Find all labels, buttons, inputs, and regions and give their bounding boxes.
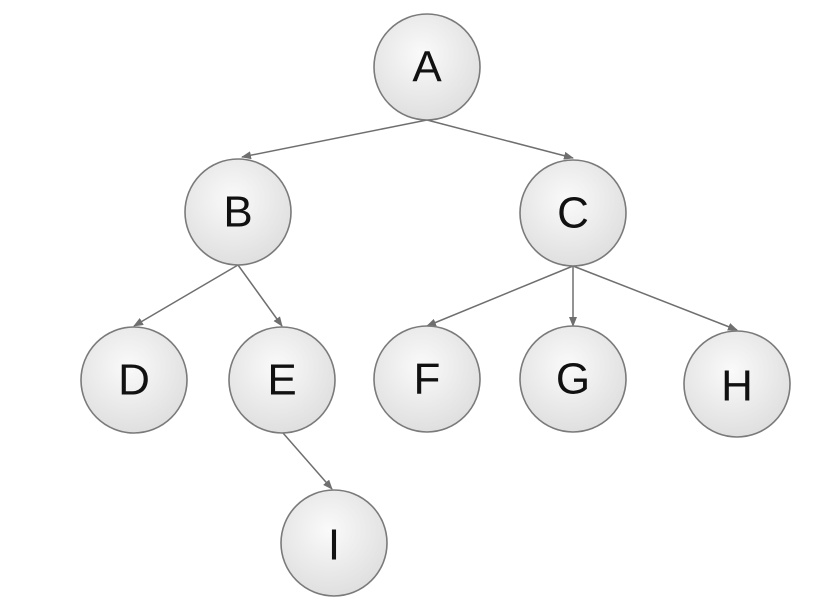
node-label-h: H (721, 362, 753, 411)
tree-node-e: E (228, 326, 336, 434)
node-label-g: G (556, 355, 590, 404)
node-circle-h (683, 330, 791, 438)
node-circle-f (373, 325, 481, 433)
edge-b-e (237, 264, 283, 327)
edge-c-f (426, 265, 574, 327)
node-circle-a (373, 13, 481, 121)
edge-a-c (426, 119, 574, 160)
edge-b-d (133, 264, 239, 327)
node-label-f: F (414, 355, 441, 404)
node-circle-g (519, 325, 627, 433)
tree-node-b: B (184, 158, 292, 266)
tree-node-f: F (373, 325, 481, 433)
node-label-e: E (267, 356, 296, 405)
node-circle-e (228, 326, 336, 434)
edge-e-i (282, 432, 333, 490)
tree-node-i: I (280, 489, 388, 597)
edges-group (133, 119, 738, 490)
tree-node-g: G (519, 325, 627, 433)
node-circle-b (184, 158, 292, 266)
node-circle-c (519, 159, 627, 267)
node-label-a: A (412, 43, 442, 92)
node-circle-i (280, 489, 388, 597)
tree-node-a: A (373, 13, 481, 121)
edge-a-b (241, 119, 428, 160)
node-label-b: B (223, 188, 252, 237)
edge-c-h (572, 265, 738, 331)
tree-node-c: C (519, 159, 627, 267)
node-label-d: D (118, 356, 150, 405)
tree-node-d: D (80, 326, 188, 434)
node-label-i: I (328, 521, 340, 570)
tree-node-h: H (683, 330, 791, 438)
node-circle-d (80, 326, 188, 434)
node-label-c: C (557, 189, 589, 238)
